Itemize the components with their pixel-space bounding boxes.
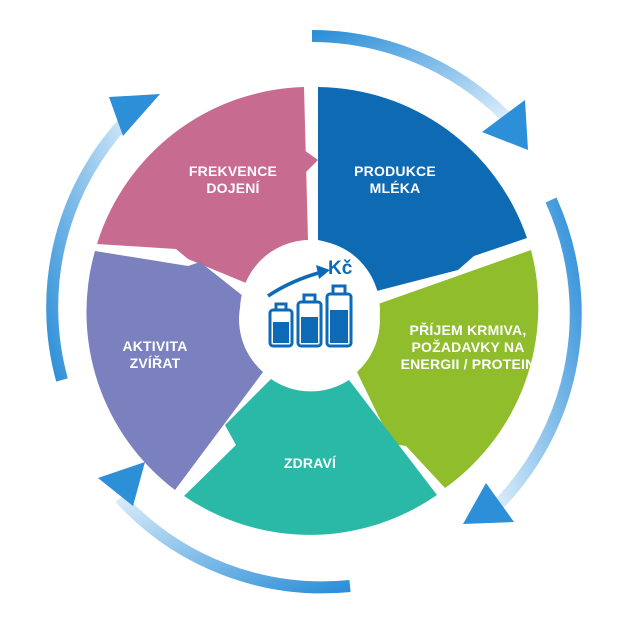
milk-bottle-small-fill — [273, 322, 289, 343]
label-line: AKTIVITA — [122, 338, 188, 354]
milk-bottles-rising-price-icon — [267, 265, 353, 348]
circular-arrow-icon — [46, 30, 582, 594]
cycle-arrow-bottom — [115, 493, 351, 594]
arrowhead-bottom-left — [98, 462, 145, 506]
segment-prijem-krmiva — [357, 250, 539, 488]
trend-arrowhead — [316, 265, 330, 279]
segment-frekvence-dojeni — [97, 87, 308, 283]
arrowhead-top-left — [109, 94, 160, 136]
label-prijem-krmiva: PŘÍJEM KRMIVA, POŽADAVKY NA ENERGII / PR… — [383, 322, 553, 373]
label-produkce-mleka: PRODUKCE MLÉKA — [335, 163, 455, 197]
segment-produkce-mleka — [318, 87, 527, 292]
cycle-arrow-left — [46, 109, 137, 382]
currency-label: Kč — [328, 258, 353, 279]
segment-aktivita-zvirat — [86, 251, 263, 490]
segment-zdravi — [184, 379, 437, 535]
trend-arrow-line — [267, 270, 323, 298]
milk-bottle-medium-cap — [302, 293, 317, 304]
label-line: ZVÍŘAT — [129, 355, 181, 371]
label-line: MLÉKA — [369, 180, 421, 196]
arrowhead-right — [463, 483, 514, 524]
label-line: PŘÍJEM KRMIVA, — [409, 322, 527, 338]
milk-bottle-small-cap — [274, 302, 288, 312]
label-zdravi: ZDRAVÍ — [260, 455, 360, 472]
label-line: PRODUKCE — [354, 163, 436, 179]
label-line: FREKVENCE — [188, 163, 278, 179]
cycle-arrow-top-right — [311, 30, 510, 121]
cycle-arrow-right — [493, 197, 582, 510]
label-line: ENERGII / PROTEIN — [400, 356, 536, 372]
segment-tab-frekvence — [304, 150, 318, 172]
label-aktivita-zvirat: AKTIVITA ZVÍŘAT — [100, 338, 210, 372]
milk-bottle-medium-fill — [301, 317, 318, 343]
label-line: ZDRAVÍ — [283, 455, 337, 471]
label-frekvence-dojeni: FREKVENCE DOJENÍ — [168, 163, 298, 197]
milk-bottle-large-cap — [331, 284, 347, 296]
arrowhead-top-right — [482, 100, 528, 150]
label-line: POŽADAVKY NA — [411, 339, 525, 355]
milk-bottle-large-fill — [330, 310, 348, 343]
label-line: DOJENÍ — [206, 180, 260, 196]
